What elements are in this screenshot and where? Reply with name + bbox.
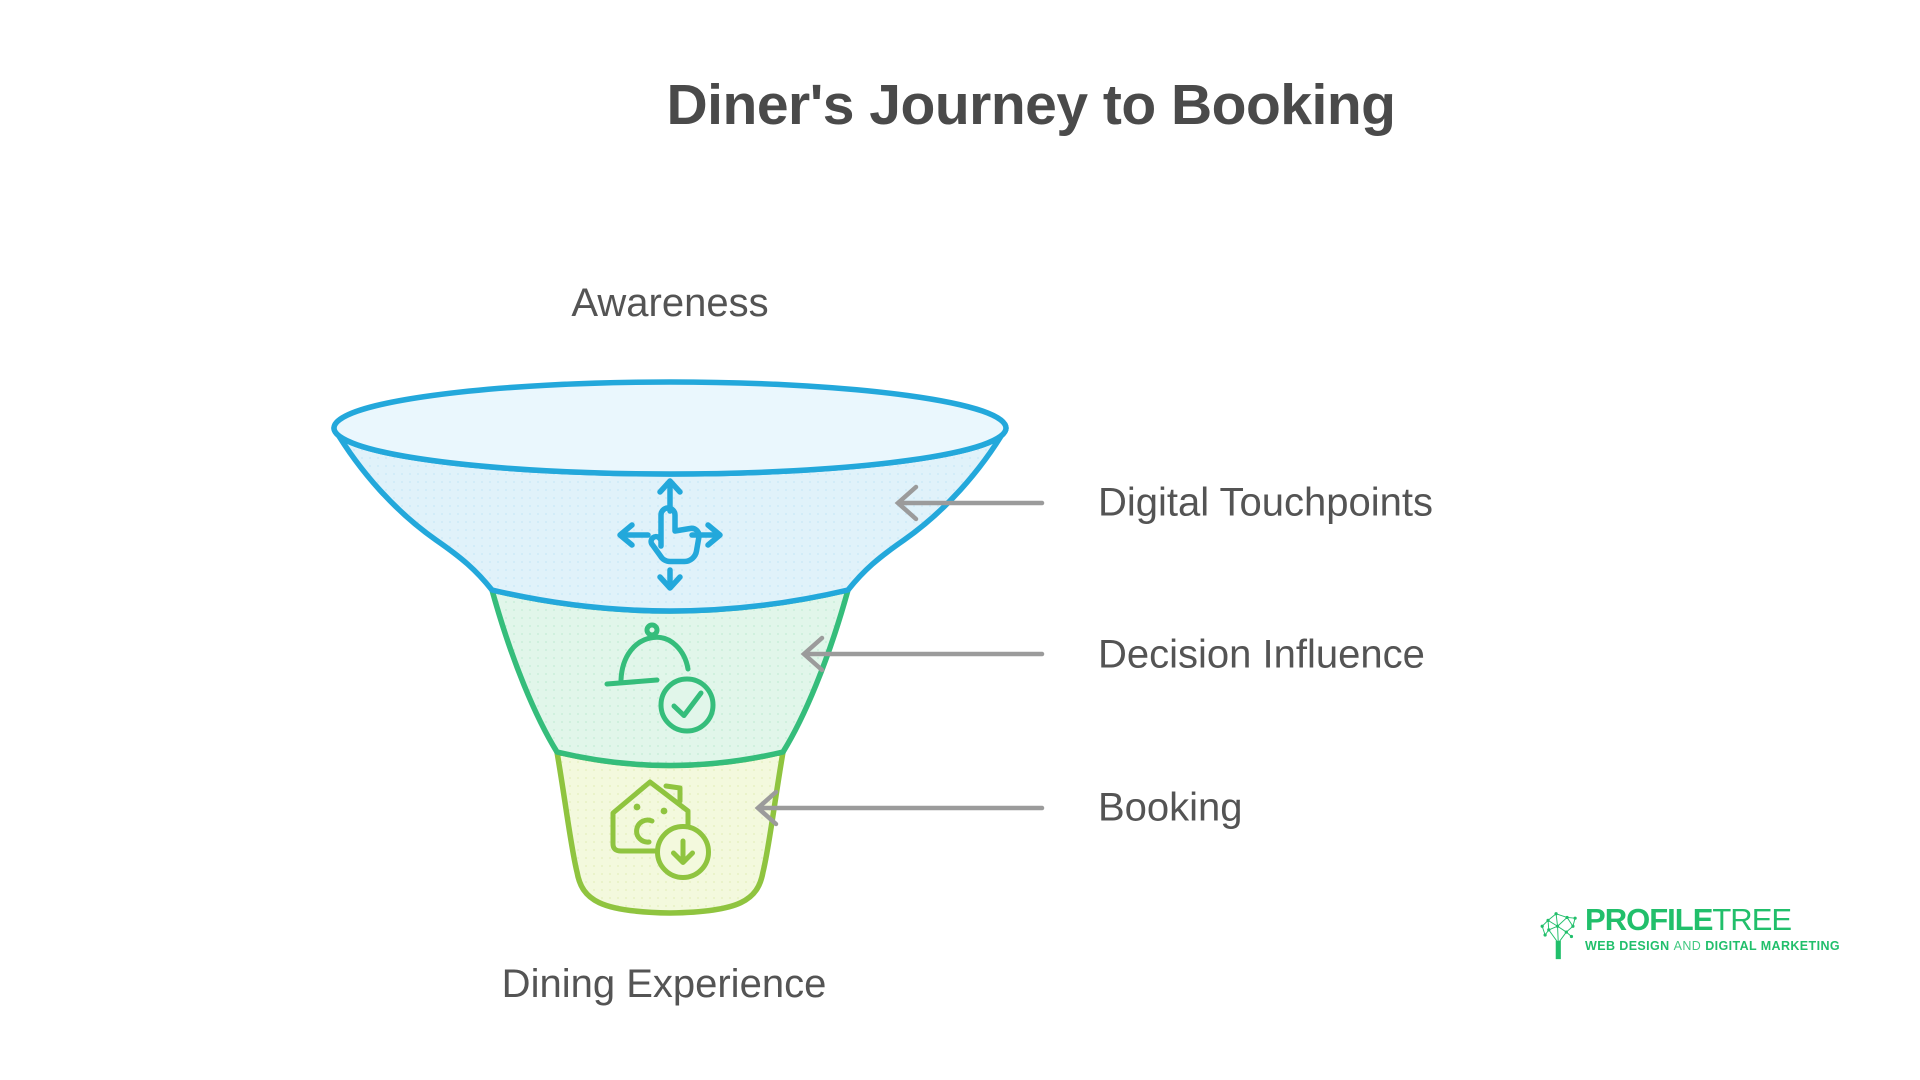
arrow-booking (754, 789, 1045, 827)
house-dot-right (660, 807, 668, 815)
house-smile (634, 817, 655, 845)
brand-bold-part: PROFILE (1585, 902, 1713, 937)
funnel-awareness-section (331, 379, 1009, 614)
page-title: Diner's Journey to Booking (666, 73, 1396, 137)
arrow-digital-touchpoints (894, 484, 1045, 522)
check-badge-circle (658, 676, 716, 734)
hand-move-left-arrowhead (617, 522, 635, 548)
hand-move-icon (617, 478, 723, 591)
profiletree-logo: PROFILETREE WEB DESIGN AND DIGITAL MARKE… (1540, 900, 1840, 970)
cloche-check-icon (604, 622, 716, 734)
arrow-head (754, 789, 779, 827)
download-arrowhead (671, 850, 695, 865)
tagline-lead: WEB DESIGN (1585, 939, 1670, 953)
house-outline (610, 779, 691, 854)
profiletree-tagline: WEB DESIGN AND DIGITAL MARKETING (1585, 940, 1840, 953)
house-dot-left (633, 803, 641, 811)
funnel-bottom-label: Dining Experience (501, 962, 827, 1006)
pointing-hand-shape (648, 505, 702, 565)
hand-move-right-arrowhead (705, 522, 723, 548)
brand-light-part: TREE (1712, 902, 1792, 937)
hand-move-up-arrowhead (657, 478, 683, 495)
house-download-icon (610, 779, 711, 880)
profiletree-brand: PROFILETREE (1585, 904, 1840, 935)
tree-network-nodes (1540, 912, 1577, 939)
arrow-head (800, 635, 825, 673)
funnel-top-label: Awareness (571, 281, 769, 325)
house-pennant (663, 783, 683, 804)
arrow-head (894, 484, 919, 522)
cloche-dome (618, 634, 691, 683)
hand-move-down-arrowhead (657, 574, 683, 591)
stage-label-digital-touchpoints: Digital Touchpoints (1098, 480, 1434, 525)
cloche-base (604, 677, 660, 687)
profiletree-logo-text: PROFILETREE WEB DESIGN AND DIGITAL MARKE… (1585, 900, 1840, 953)
arrow-decision-influence (800, 635, 1045, 673)
funnel-decision-section (489, 587, 851, 769)
tagline-tail: DIGITAL MARKETING (1705, 939, 1840, 953)
cloche-knob (644, 622, 660, 638)
check-mark (671, 690, 704, 718)
pointer-arrows (754, 484, 1045, 827)
stage-label-decision-influence: Decision Influence (1098, 632, 1425, 677)
tree-network-links (1541, 913, 1576, 944)
tagline-mid: AND (1673, 939, 1702, 953)
profiletree-logo-icon (1540, 912, 1577, 960)
stage-label-booking: Booking (1098, 785, 1243, 830)
decision-section-outline (489, 587, 851, 769)
funnel-top-ellipse (331, 379, 1009, 477)
